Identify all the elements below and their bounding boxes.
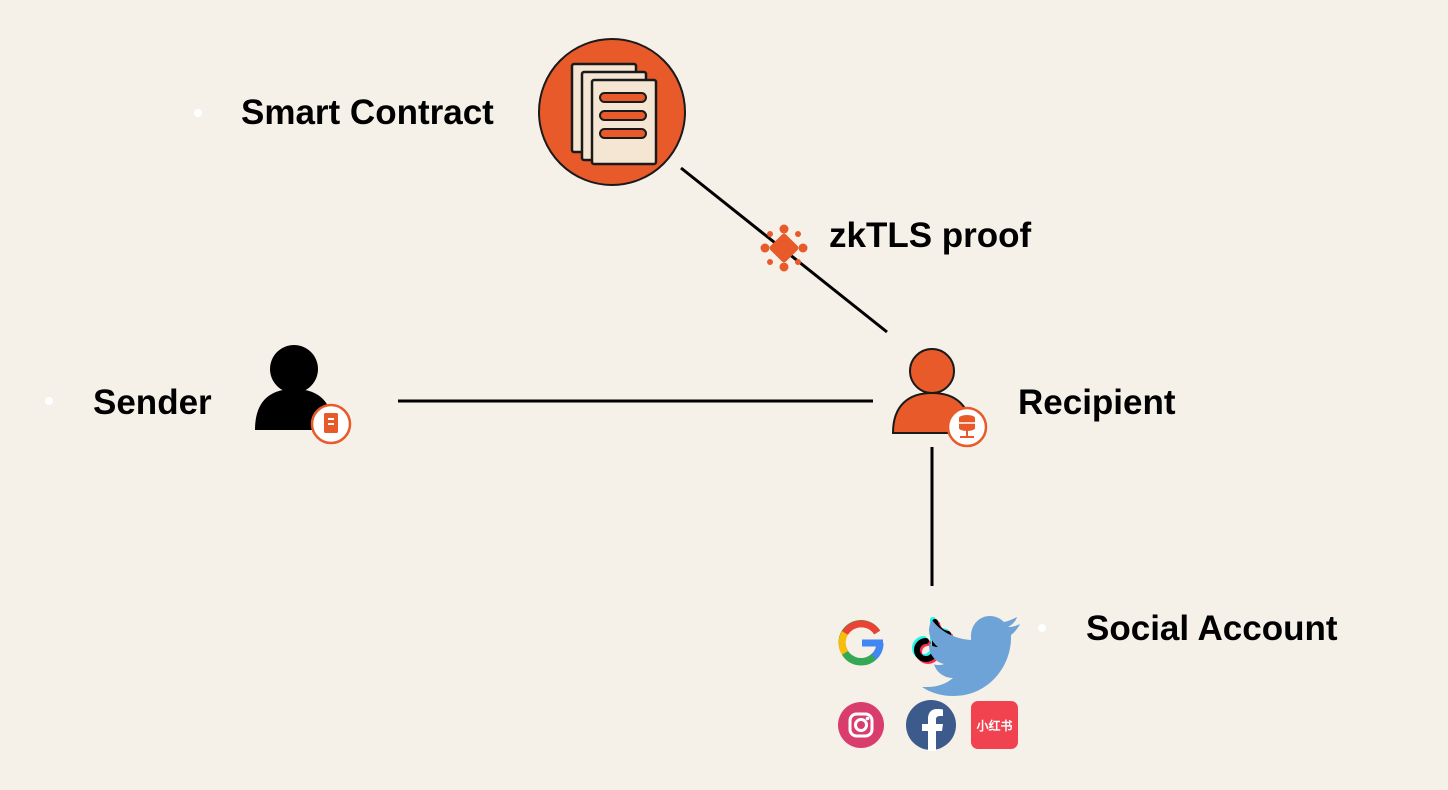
decorative-dot [45,397,53,405]
recipient-label: Recipient [1018,383,1176,422]
decorative-dot [1038,624,1046,632]
social-account-label: Social Account [1086,609,1338,648]
instagram-icon [838,702,884,748]
smart-contract-label: Smart Contract [241,93,494,132]
facebook-icon [906,700,956,751]
xiaohongshu-icon-text: 小红书 [976,718,1012,733]
xiaohongshu-icon: 小红书 [971,701,1018,749]
google-icon [838,619,884,666]
recipient-person-icon [891,348,988,448]
sender-label: Sender [93,383,212,422]
zktls-proof-label: zkTLS proof [829,216,1032,255]
twitter-icon [922,616,1020,696]
smart-contract-icon [538,38,686,186]
sender-person-icon [255,345,352,445]
zktls-proof-icon [760,224,808,272]
decorative-dot [194,109,202,117]
